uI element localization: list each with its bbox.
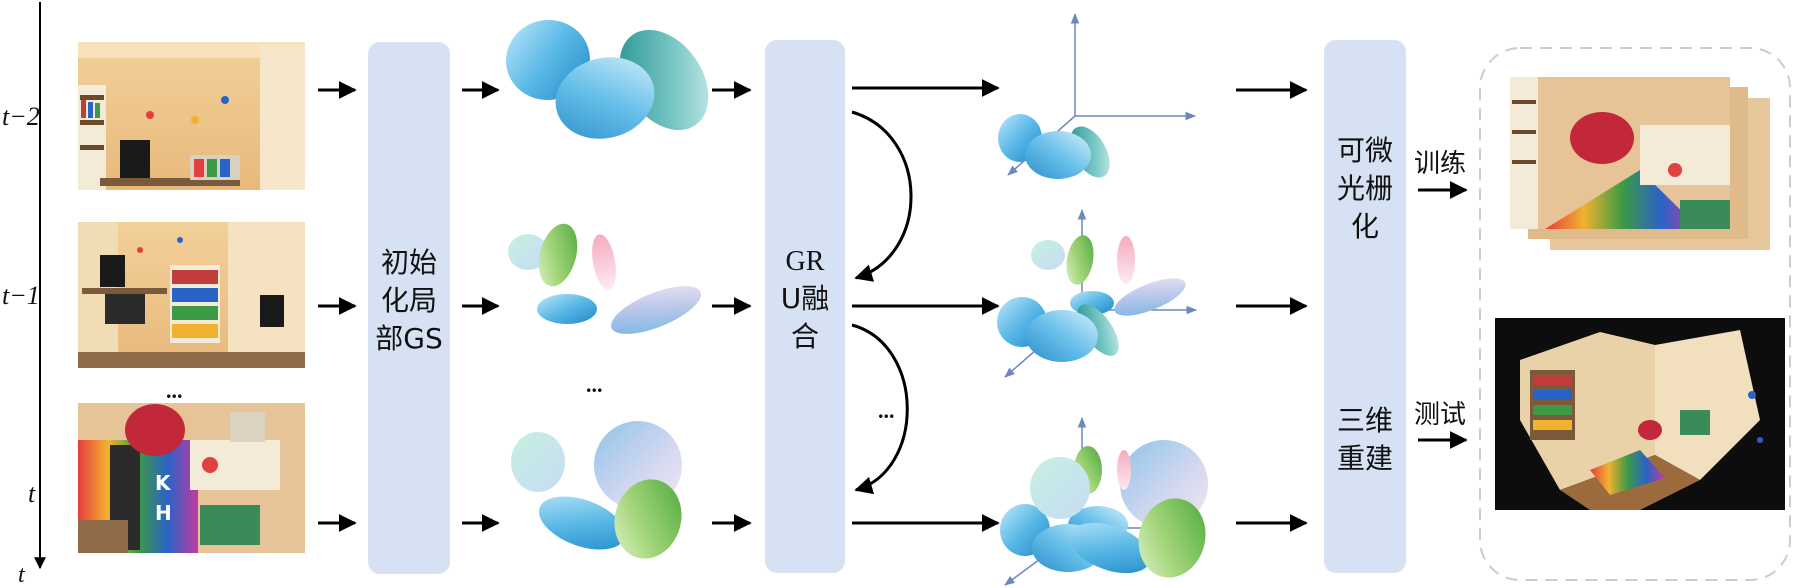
test-reconstruction-view bbox=[1495, 318, 1785, 510]
arrows-fused-to-raster bbox=[1236, 81, 1308, 532]
recurrent-arrows bbox=[851, 110, 913, 495]
test-label-group: 测试 bbox=[1414, 400, 1468, 449]
input-frame-t-1 bbox=[78, 222, 305, 368]
time-label-t-2: t−2 bbox=[2, 102, 40, 131]
recon-line-2: 重建 bbox=[1337, 442, 1393, 475]
raster-line-1: 可微 bbox=[1337, 134, 1393, 167]
gru-fusion-line-3: 合 bbox=[791, 320, 819, 353]
input-frame-t: K H bbox=[78, 403, 305, 553]
raster-line-3: 化 bbox=[1351, 210, 1379, 243]
recon-line-1: 三维 bbox=[1337, 404, 1393, 437]
training-render-stack bbox=[1510, 77, 1770, 250]
fusion-ellipsis: ... bbox=[878, 398, 895, 423]
arrows-init-to-local bbox=[462, 81, 500, 532]
local-gaussians-t bbox=[511, 421, 682, 559]
gru-fusion-line-2: U融 bbox=[781, 282, 830, 315]
input-frame-t-2 bbox=[78, 42, 305, 190]
time-label-t: t bbox=[28, 479, 36, 508]
init-local-gs-line-2: 化局 bbox=[381, 284, 437, 317]
frames-ellipsis: ... bbox=[166, 378, 183, 403]
arrows-frames-to-init bbox=[318, 81, 357, 532]
test-label: 测试 bbox=[1414, 400, 1466, 430]
raster-line-2: 光栅 bbox=[1337, 172, 1393, 205]
fused-gaussians-t-1 bbox=[997, 208, 1198, 378]
raster-recon-box: 可微 光栅 化 三维 重建 bbox=[1324, 40, 1406, 573]
fused-gaussians-t-2 bbox=[998, 12, 1197, 179]
time-axis-label: t bbox=[18, 562, 26, 588]
fused-gaussians-t bbox=[1000, 416, 1208, 586]
gru-fusion-line-1: GR bbox=[786, 246, 825, 277]
output-dashed-frame bbox=[1479, 47, 1791, 581]
train-label: 训练 bbox=[1414, 149, 1466, 179]
local-gaussians-t-1 bbox=[508, 223, 701, 334]
init-local-gs-line-3: 部GS bbox=[375, 322, 442, 355]
time-axis: t t−2 t−1 t bbox=[2, 2, 46, 588]
gru-fusion-box: GR U融 合 bbox=[765, 40, 845, 573]
svg-text:H: H bbox=[155, 501, 172, 525]
svg-text:K: K bbox=[155, 471, 172, 495]
arrows-gru-to-fused bbox=[852, 79, 1000, 532]
local-gaussians-ellipsis: ... bbox=[586, 372, 603, 397]
arrows-local-to-gru bbox=[712, 81, 752, 532]
init-local-gs-line-1: 初始 bbox=[381, 246, 437, 279]
train-label-group: 训练 bbox=[1414, 149, 1468, 199]
init-local-gs-box: 初始 化局 部GS bbox=[368, 42, 450, 574]
time-label-t-1: t−1 bbox=[2, 281, 40, 310]
local-gaussians-t-2 bbox=[506, 19, 709, 139]
